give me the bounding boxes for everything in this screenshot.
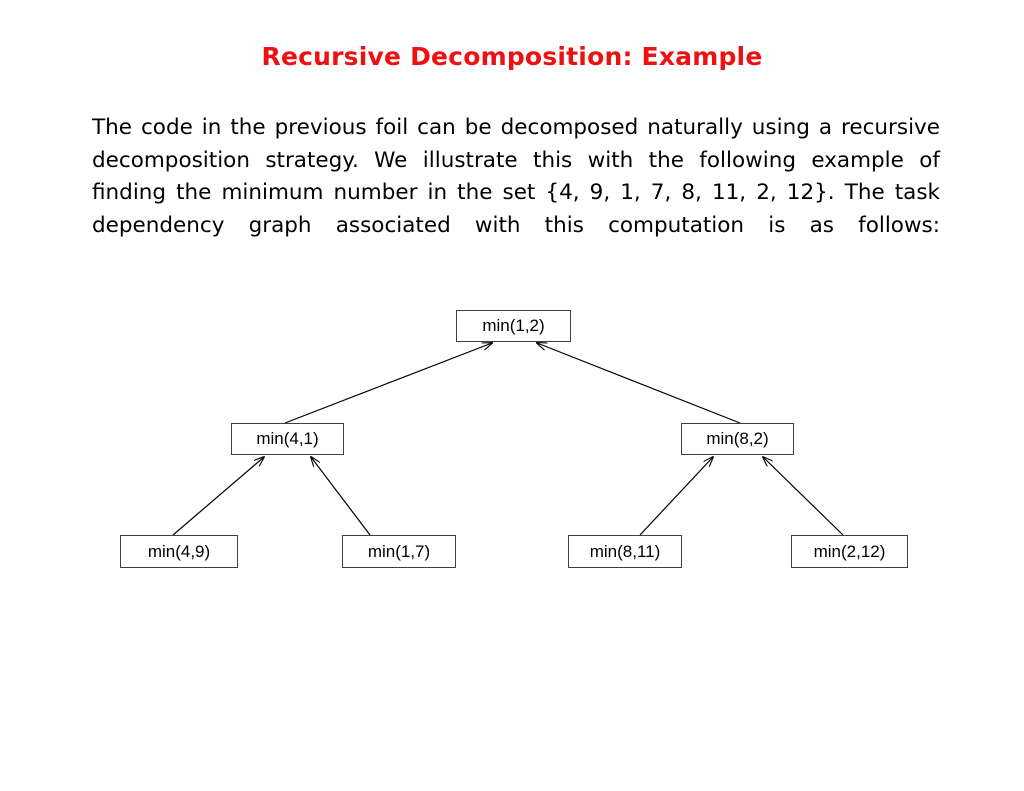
- graph-node-label: min(4,1): [256, 429, 319, 448]
- graph-node-min-2-12[interactable]: min(2,12): [791, 535, 908, 568]
- graph-node-label: min(8,11): [589, 541, 661, 561]
- graph-node-label: min(8,2): [706, 429, 769, 448]
- graph-node-label: min(1,2): [482, 316, 545, 335]
- body-paragraph: The code in the previous foil can be dec…: [92, 115, 940, 238]
- graph-node-min-4-9[interactable]: min(4,9): [120, 535, 238, 568]
- graph-node-label: min(2,12): [813, 541, 886, 561]
- graph-node-min-1-7[interactable]: min(1,7): [342, 535, 456, 568]
- graph-edge: [537, 343, 741, 424]
- graph-edge: [284, 343, 492, 424]
- graph-node-min-8-11[interactable]: min(8,11): [568, 535, 682, 568]
- graph-edge: [172, 457, 264, 536]
- graph-node-root[interactable]: min(1,2): [456, 310, 571, 342]
- graph-node-min-4-1[interactable]: min(4,1): [231, 423, 344, 455]
- graph-edge: [763, 457, 844, 536]
- graph-edge: [639, 457, 713, 536]
- graph-node-label: min(1,7): [367, 541, 431, 561]
- graph-node-label: min(4,9): [147, 541, 211, 561]
- page-title: Recursive Decomposition: Example: [261, 42, 763, 71]
- graph-node-min-8-2[interactable]: min(8,2): [681, 423, 794, 455]
- graph-edge: [311, 457, 371, 536]
